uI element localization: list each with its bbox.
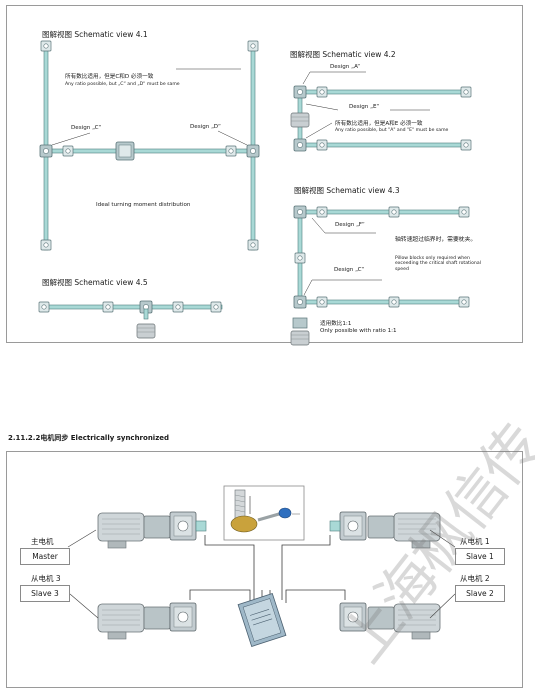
- slave2-label-cn: 从电机 2: [460, 574, 490, 583]
- view-4-1-note-cn: 所有数比适用，但是C和D 必须一致: [65, 74, 154, 80]
- slave2-box: Slave 2: [455, 585, 505, 602]
- view-4-3-drawing: [290, 205, 470, 346]
- view-4-1-drawing: [39, 40, 260, 251]
- view-4-5-drawing: [38, 300, 223, 339]
- view-4-1-note-en: Any ratio possible, but „C“ and „D“ must…: [65, 82, 180, 87]
- section-heading: 2.11.2.2电机同步 Electrically synchronized: [8, 434, 170, 442]
- view-4-1-design-c: Design „C“: [71, 125, 102, 131]
- slave1-label-cn: 从电机 1: [460, 537, 490, 546]
- view-4-1-caption: Ideal turning moment distribution: [96, 202, 191, 208]
- slave3-label-cn: 从电机 3: [31, 574, 61, 583]
- master-label-cn: 主电机: [31, 537, 54, 546]
- view-4-5-title: 图解视图 Schematic view 4.5: [42, 278, 148, 287]
- slave3-box: Slave 3: [20, 585, 70, 602]
- view-4-3-design-f: Design „F“: [335, 222, 365, 228]
- view-4-3-note-cn: 轴转速超过临界时，需要枕夹。: [395, 237, 477, 243]
- view-4-3-note-en: Pillow blocks only required when exceedi…: [395, 256, 481, 272]
- view-4-1-title: 图解视图 Schematic view 4.1: [42, 30, 148, 39]
- slave1-box: Slave 1: [455, 548, 505, 565]
- view-4-2-drawing: [290, 71, 472, 152]
- schematic-panel: [6, 5, 523, 343]
- view-4-2-design-e: Design „E“: [349, 104, 380, 110]
- view-4-3-design-c: Design „C“: [334, 267, 365, 273]
- view-4-3-ratio-en: Only possible with ratio 1:1: [320, 328, 397, 334]
- view-4-1-design-d: Design „D“: [190, 124, 221, 130]
- view-4-2-design-a: Design „A“: [330, 64, 361, 70]
- view-4-3-ratio-cn: 适用数比1:1: [320, 321, 352, 327]
- view-4-2-note-cn: 所有数比适用，但是A和E 必须一致: [335, 121, 423, 127]
- view-4-3-title: 图解视图 Schematic view 4.3: [294, 186, 400, 195]
- master-box: Master: [20, 548, 70, 565]
- view-4-2-title: 图解视图 Schematic view 4.2: [290, 50, 396, 59]
- view-4-2-note-en: Any ratio possible, but "A" and "E" must…: [335, 128, 449, 133]
- screw-jack-inset: [230, 489, 300, 533]
